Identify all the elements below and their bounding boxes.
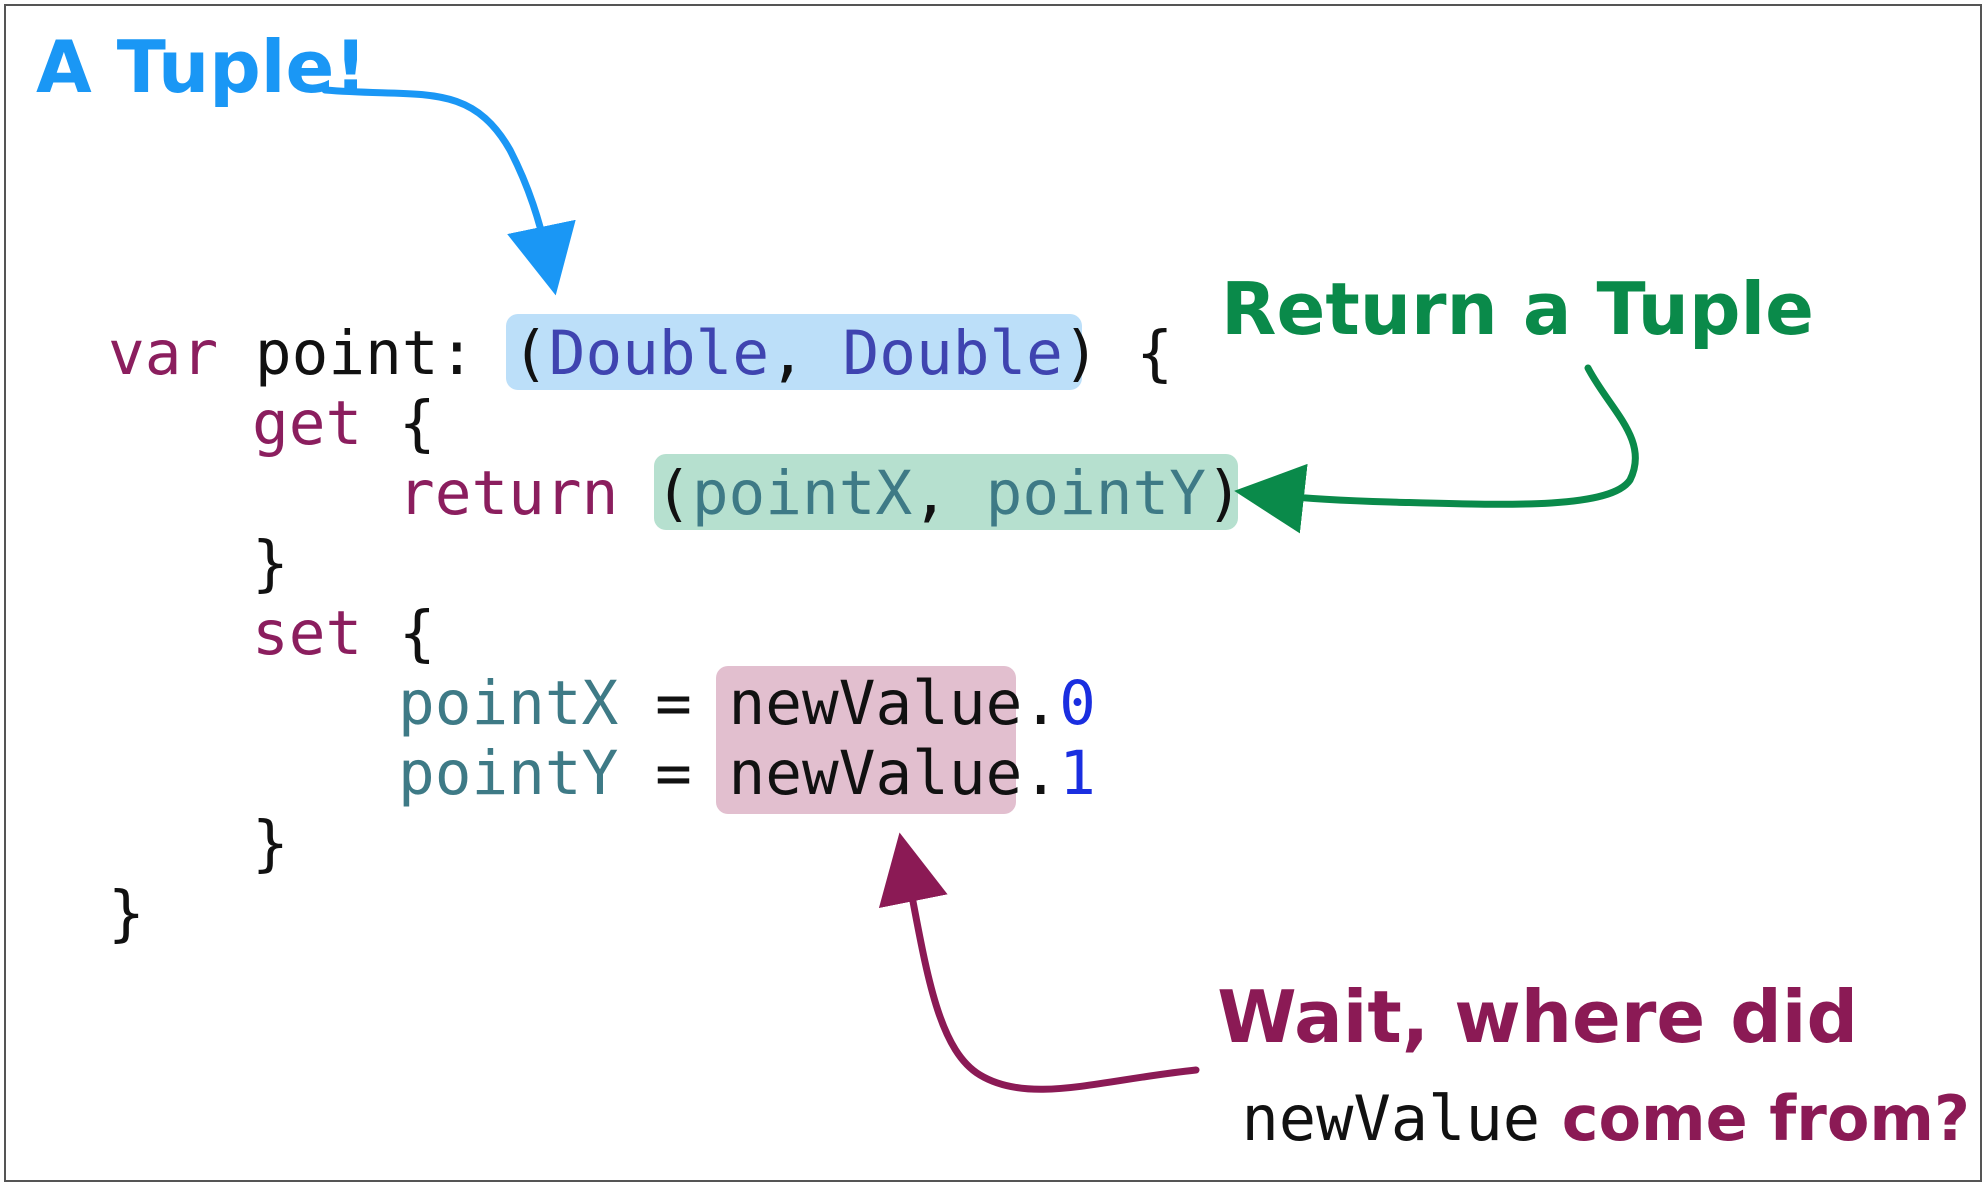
code-line-6: pointX = newValue.0 — [398, 668, 1096, 739]
question-annotation-line-2: newValue come from? — [1241, 1082, 1970, 1155]
return-tuple-highlight — [654, 454, 1238, 530]
newvalue-highlight — [716, 666, 1016, 814]
question-annotation-line-1: Wait, where did — [1217, 975, 1858, 1059]
code-line-8: } — [252, 808, 289, 879]
code-line-7: pointY = newValue.1 — [398, 738, 1096, 809]
tuple-arrow — [321, 86, 576, 296]
code-line-5: set { — [252, 598, 436, 669]
code-line-9: } — [108, 878, 145, 949]
code-line-2: get { — [252, 388, 436, 459]
tuple-type-highlight — [506, 314, 1082, 390]
code-line-3: return (pointX, pointY) — [398, 458, 1243, 529]
return-tuple-arrow — [1234, 364, 1639, 534]
tuple-annotation: A Tuple! — [36, 25, 367, 109]
question-arrow — [878, 832, 1200, 1093]
code-line-1: var point: (Double, Double) { — [108, 318, 1173, 389]
code-line-4: } — [252, 528, 289, 599]
return-tuple-annotation: Return a Tuple — [1221, 267, 1814, 351]
diagram-frame — [4, 4, 1982, 1182]
